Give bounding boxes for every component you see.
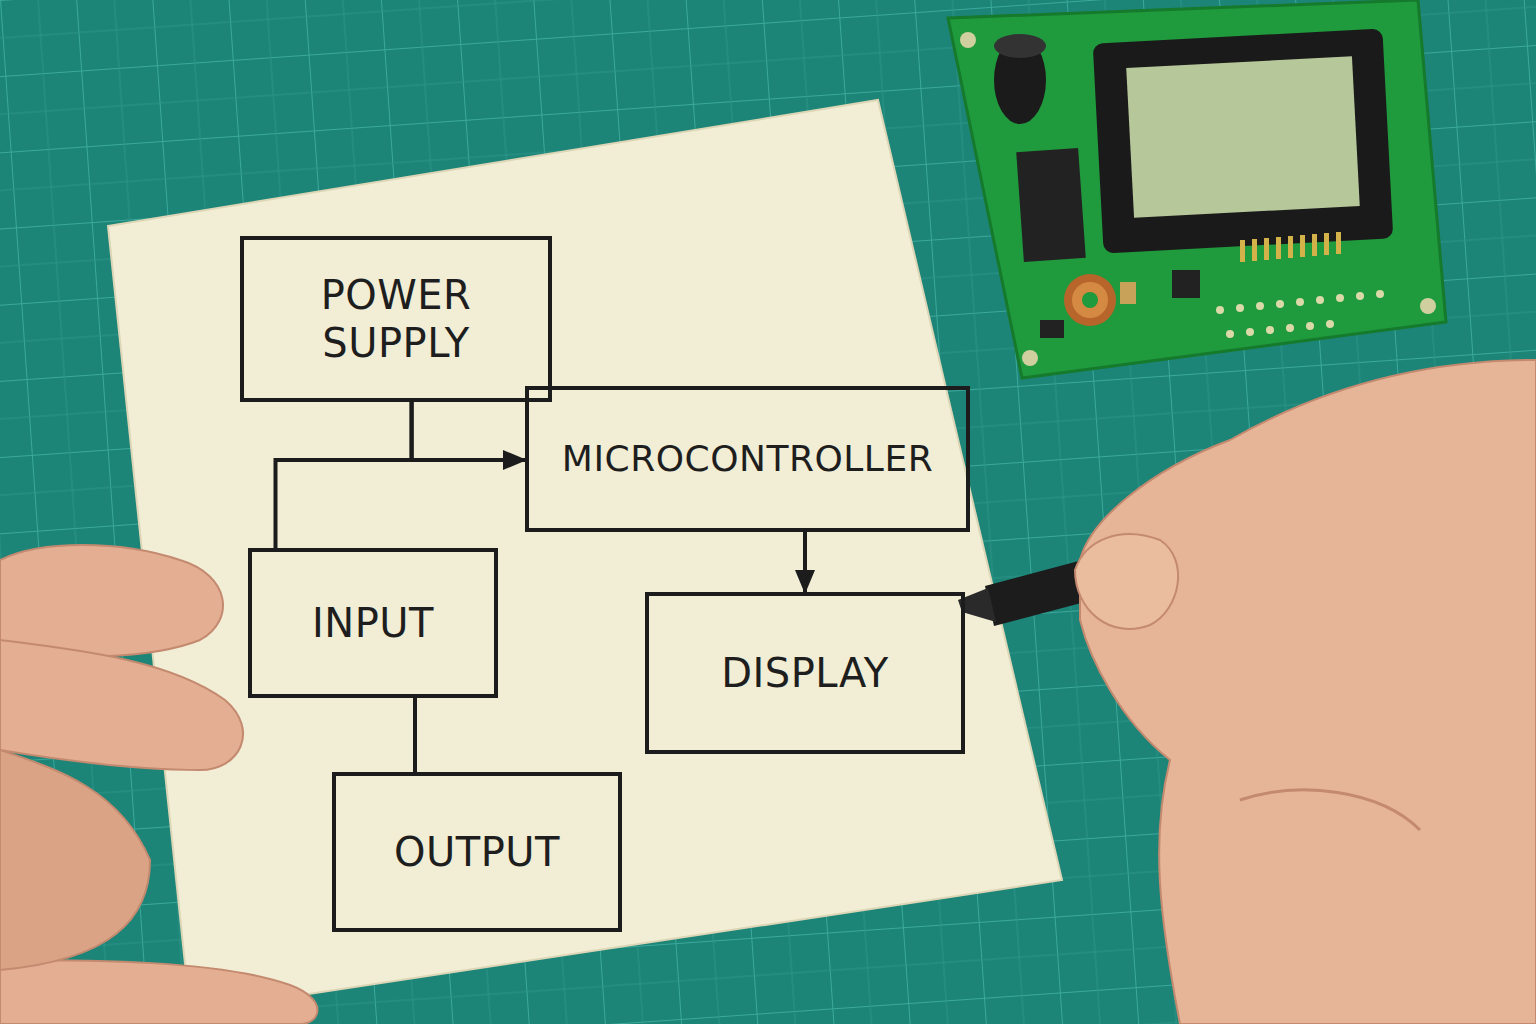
box-label: DISPLAY [721,649,889,697]
left-hand [0,545,318,1024]
box-label: OUTPUT [394,828,560,876]
process-box: INPUT [248,548,498,698]
connector-line [803,532,807,592]
process-box: OUTPUT [332,772,622,932]
connector-line [412,402,525,460]
box-label: INPUT [312,599,434,647]
process-box: POWER SUPPLY [240,236,552,402]
right-hand-with-pen [958,360,1536,1024]
process-box: DISPLAY [645,592,965,754]
connector-line [276,402,412,548]
box-label: MICROCONTROLLER [562,437,933,480]
process-box: MICROCONTROLLER [525,386,970,532]
circuit-board [948,0,1446,378]
box-label: POWER SUPPLY [271,271,521,367]
paper-sheet [108,100,1062,1012]
connector-line [413,698,417,772]
